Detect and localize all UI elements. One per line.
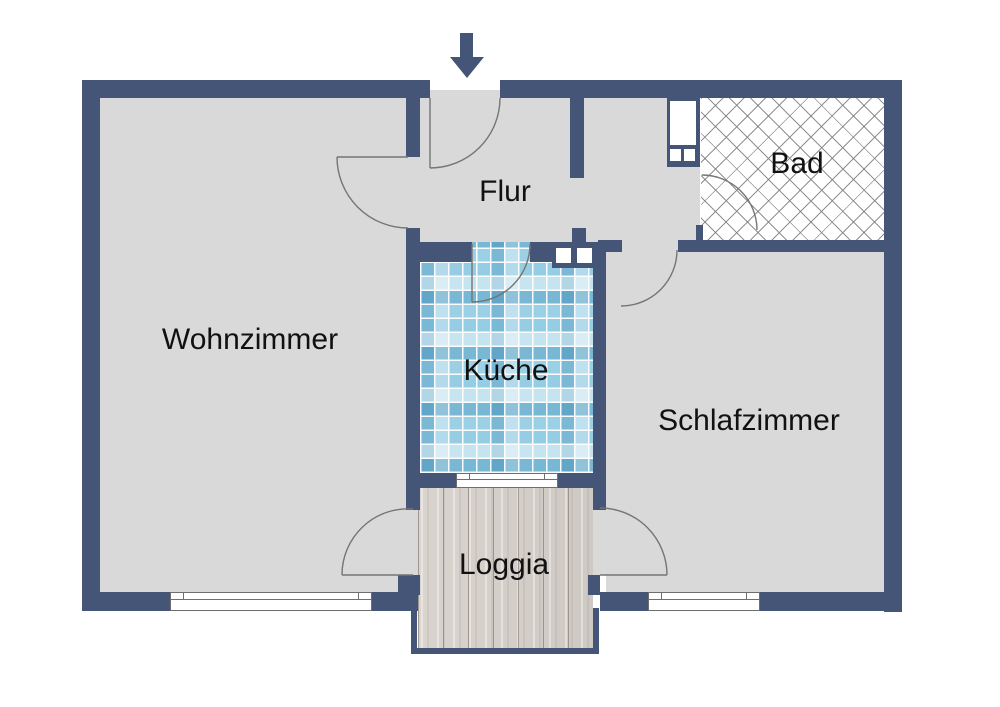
- wall-bottom-3: [600, 592, 648, 611]
- wall-top-left: [82, 80, 430, 98]
- wall-corner-loggia-left: [398, 575, 420, 595]
- wall-bad-door-stub: [696, 225, 703, 240]
- entrance-gap: [430, 90, 500, 98]
- window-glass-line: [649, 599, 759, 601]
- shaft-bad-opening-1: [670, 149, 681, 161]
- room-label-flur: Flur: [479, 175, 531, 208]
- room-label-kueche: Küche: [463, 354, 549, 387]
- door-gap-wohnzimmer: [406, 157, 420, 228]
- entrance-arrow-shaft: [460, 33, 473, 59]
- window-tick: [746, 593, 747, 600]
- window-tick: [544, 474, 545, 480]
- wall-left: [82, 80, 100, 610]
- shaft-bad-opening-2: [684, 149, 695, 161]
- wall-flur-stub: [570, 98, 584, 178]
- wall-right: [884, 80, 902, 612]
- wall-flur-kueche-left: [420, 242, 472, 262]
- wall-top-right: [500, 80, 902, 98]
- entrance-arrow-head: [450, 57, 484, 78]
- room-label-bad: Bad: [770, 147, 824, 180]
- wall-loggia-right: [593, 608, 599, 654]
- wall-bottom-4: [760, 592, 902, 611]
- door-gap-schlafzimmer: [622, 240, 678, 252]
- shaft-kueche-opening-1: [556, 248, 571, 263]
- room-flur: [420, 98, 700, 242]
- shaft-kueche-opening-2: [577, 248, 592, 263]
- window-tick: [183, 593, 184, 600]
- window-tick: [469, 474, 470, 480]
- wall-loggia-bottom: [411, 648, 599, 654]
- window-schlafzimmer: [648, 592, 760, 611]
- window-glass-line: [457, 478, 557, 480]
- wall-bottom-1: [82, 592, 170, 611]
- window-glass-line: [171, 599, 371, 601]
- shaft-bad-opening: [670, 101, 696, 145]
- room-loggia-floor: [418, 488, 593, 648]
- wall-flur-schlafzimmer-left: [598, 240, 622, 252]
- room-label-wohnzimmer: Wohnzimmer: [161, 323, 339, 356]
- wall-kueche-schlafzimmer: [593, 250, 606, 510]
- wall-kueche-window-right: [558, 473, 606, 488]
- room-label-loggia: Loggia: [458, 548, 550, 581]
- wall-bad-schlafzimmer: [678, 240, 884, 252]
- wall-corner-loggia-right: [588, 575, 600, 595]
- wall-kueche-window-left: [418, 473, 456, 488]
- window-tick: [358, 593, 359, 600]
- wall-flur-kueche-right: [530, 242, 552, 262]
- room-label-schlafzimmer: Schlafzimmer: [658, 404, 840, 437]
- wall-loggia-left: [411, 608, 417, 654]
- window-wohnzimmer: [170, 592, 372, 611]
- door-gap-loggia-right: [593, 510, 606, 575]
- window-kueche-loggia: [456, 473, 558, 488]
- window-tick: [661, 593, 662, 600]
- wall-wohnzimmer-kueche: [406, 228, 420, 510]
- wall-flur-stub-lower: [572, 228, 586, 242]
- door-gap-loggia-left: [406, 510, 418, 575]
- wall-wohnzimmer-flur-upper: [406, 98, 420, 157]
- wall-bottom-2: [372, 592, 418, 611]
